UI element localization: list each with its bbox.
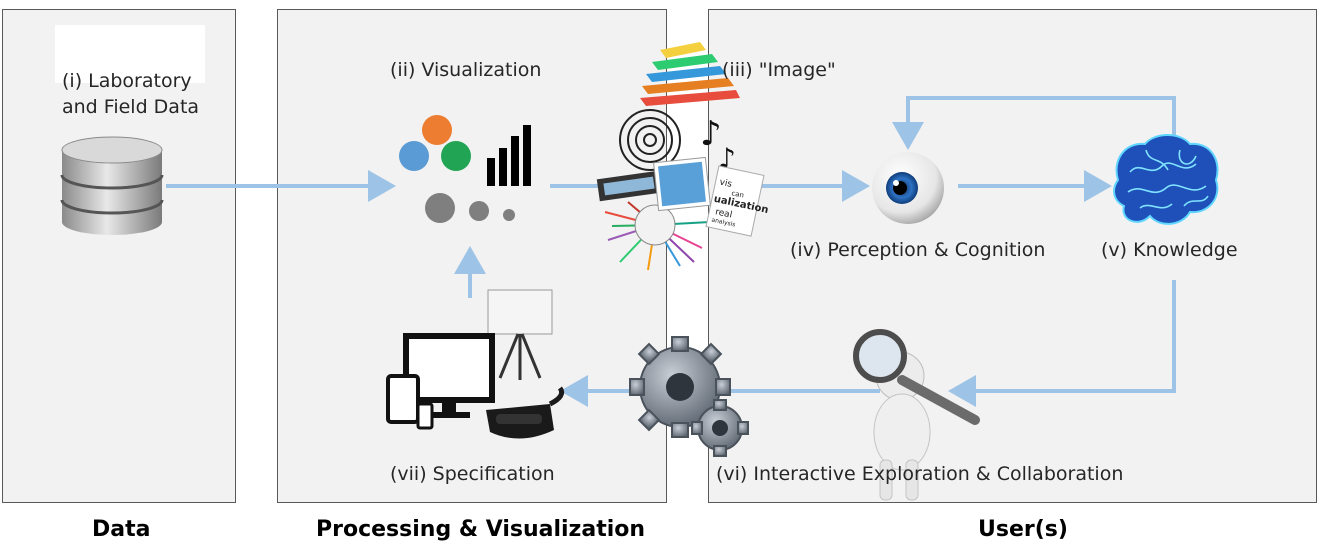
svg-text:vis: vis <box>718 177 733 189</box>
users-panel-caption: User(s) <box>978 517 1068 542</box>
database-icon <box>60 136 164 235</box>
svg-text:analysis: analysis <box>711 217 736 229</box>
image-label: (iii) "Image" <box>722 59 836 81</box>
specification-label: (vii) Specification <box>390 463 555 485</box>
data-panel-caption: Data <box>92 517 151 542</box>
knowledge-label: (v) Knowledge <box>1101 239 1238 261</box>
flow-arrows <box>166 96 1176 407</box>
users-panel <box>708 9 1317 503</box>
arrow-knowledge-feedback <box>892 96 1176 150</box>
data-panel <box>2 9 236 503</box>
gears-icon <box>629 336 749 457</box>
perception-label: (iv) Perception & Cognition <box>790 239 1046 261</box>
processing-panel-caption: Processing & Visualization <box>316 517 646 542</box>
lab-data-label-line2: and Field Data <box>62 96 200 118</box>
devices-icon <box>386 289 565 439</box>
visualization-label: (ii) Visualization <box>390 59 542 81</box>
lab-data-label-line1: (i) Laboratory <box>62 70 192 92</box>
chart-icon <box>399 115 531 223</box>
image-collage-icon: ♪ ♪ vis can ualization real ana <box>596 42 769 271</box>
svg-text:♪: ♪ <box>700 114 722 154</box>
exploration-label: (vi) Interactive Exploration & Collabora… <box>716 463 1124 485</box>
brain-icon <box>1113 134 1219 225</box>
eye-icon <box>872 152 944 224</box>
label-backdrop <box>55 25 205 83</box>
arrow-knowledge-to-exploration <box>948 280 1176 407</box>
svg-text:can: can <box>731 189 745 199</box>
svg-text:real: real <box>714 207 733 220</box>
magnifier-person-icon <box>853 329 980 501</box>
